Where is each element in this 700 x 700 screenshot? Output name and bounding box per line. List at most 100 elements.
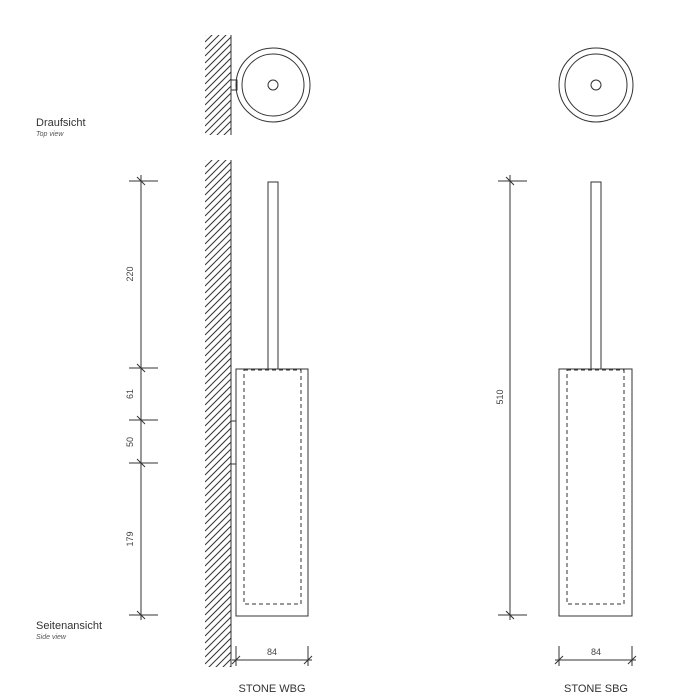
right-side-view	[558, 181, 633, 617]
hatch-line	[205, 245, 231, 273]
dim-width-left: 84	[267, 647, 277, 657]
wall-bracket-top	[230, 79, 238, 91]
hatch-line	[205, 189, 231, 217]
hatch-line	[205, 266, 231, 294]
side-view-sublabel: Side view	[36, 634, 67, 641]
handle-circle	[267, 79, 279, 91]
left-side-view	[231, 181, 309, 617]
hatch-line	[205, 50, 231, 78]
hatch-line	[205, 322, 231, 350]
side-view-label: Seitenansicht	[36, 620, 102, 632]
hatch-line	[205, 673, 231, 699]
hatch-line	[209, 113, 231, 135]
dimension-tick	[136, 363, 146, 373]
hatch-line	[205, 160, 213, 168]
outer-circle	[558, 47, 634, 123]
hatch-line	[205, 182, 231, 210]
hatch-line	[205, 280, 231, 308]
hatch-line	[229, 665, 231, 667]
hatch-line	[205, 161, 231, 189]
hatch-line	[205, 85, 231, 113]
hatch-line	[205, 92, 231, 120]
hatch-line	[205, 455, 231, 483]
hatch-line	[205, 160, 206, 161]
top-view-sublabel: Top view	[36, 131, 64, 138]
dim-bracket: 50	[125, 437, 135, 447]
hatch-line	[205, 238, 231, 266]
hatch-line	[205, 490, 231, 518]
hatch-line	[205, 469, 231, 497]
hatch-line	[205, 602, 231, 630]
hatch-line	[205, 441, 231, 469]
hatch-line	[205, 231, 231, 259]
brush-handle	[267, 181, 279, 370]
hatch-line	[205, 315, 231, 343]
hatch-line	[205, 574, 231, 602]
hatch-line	[205, 560, 231, 588]
hatch-line	[205, 427, 231, 455]
wall-hatch-side	[205, 160, 231, 699]
hatch-line	[205, 546, 231, 574]
hatch-line	[205, 357, 231, 385]
hatch-line	[205, 609, 231, 637]
brush-handle	[590, 181, 602, 370]
hatch-line	[205, 252, 231, 280]
hatch-line	[205, 525, 231, 553]
dimension-tick	[136, 415, 146, 425]
hatch-line	[205, 434, 231, 462]
hatch-line	[205, 371, 231, 399]
hatch-line	[205, 168, 231, 196]
hatch-line	[205, 476, 231, 504]
hatch-line	[205, 504, 231, 532]
hatch-line	[205, 301, 231, 329]
hatch-line	[205, 630, 231, 658]
handle-circle	[590, 79, 602, 91]
hatch-line	[205, 35, 206, 36]
hatch-line	[205, 532, 231, 560]
hatch-line	[223, 127, 231, 135]
hatch-line	[205, 539, 231, 567]
wall-hatch-top	[205, 35, 231, 135]
brush-insert	[243, 369, 302, 605]
dimension-tick	[136, 458, 146, 468]
dim-lower: 179	[125, 531, 135, 546]
inner-circle	[241, 53, 305, 117]
hatch-line	[205, 35, 227, 57]
hatch-line	[205, 378, 231, 406]
left-top-view	[230, 47, 311, 123]
hatch-line	[205, 392, 231, 420]
hatch-line	[205, 308, 231, 336]
brush-insert	[566, 369, 625, 605]
hatch-line	[205, 420, 231, 448]
right-width-dimension: 84	[554, 646, 637, 666]
hatch-line	[205, 224, 231, 252]
hatch-line	[205, 99, 231, 127]
hatch-line	[205, 399, 231, 427]
hatch-line	[205, 273, 231, 301]
dim-total-height: 510	[495, 389, 505, 404]
hatch-line	[205, 567, 231, 595]
outer-circle	[235, 47, 311, 123]
hatch-line	[205, 287, 231, 315]
hatch-line	[205, 406, 231, 434]
hatch-line	[205, 175, 231, 203]
dim-upper: 61	[125, 389, 135, 399]
hatch-line	[205, 350, 231, 378]
hatch-line	[216, 120, 231, 135]
hatch-line	[205, 329, 231, 357]
hatch-line	[230, 134, 231, 135]
dim-handle: 220	[125, 266, 135, 281]
hatch-line	[205, 36, 231, 64]
hatch-line	[205, 294, 231, 322]
right-dimension: 510	[495, 175, 527, 620]
hatch-line	[205, 637, 231, 665]
hatch-line	[205, 448, 231, 476]
hatch-line	[205, 413, 231, 441]
hatch-line	[205, 35, 220, 50]
hatch-line	[205, 462, 231, 490]
hatch-line	[205, 336, 231, 364]
brush-container	[558, 368, 633, 617]
hatch-line	[205, 57, 231, 85]
hatch-line	[205, 497, 231, 525]
